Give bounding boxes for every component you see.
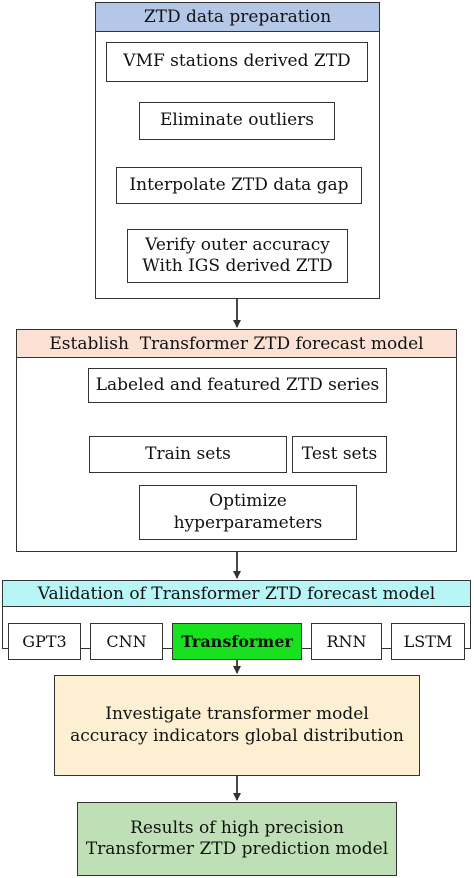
- model-lstm-label: LSTM: [403, 631, 453, 651]
- validation-section-title: Validation of Transformer ZTD forecast m…: [37, 583, 436, 604]
- investigate-line1: Investigate transformer model: [105, 704, 369, 725]
- test-sets-box: Test sets: [292, 436, 387, 473]
- verify-accuracy-step: Verify outer accuracy With IGS derived Z…: [127, 229, 348, 283]
- results-step: Results of high precision Transformer ZT…: [77, 802, 397, 876]
- model-rnn-label: RNN: [326, 631, 367, 651]
- verify-accuracy-line1: Verify outer accuracy: [145, 234, 330, 255]
- model-gpt3: GPT3: [8, 623, 81, 660]
- results-line1: Results of high precision: [130, 817, 344, 838]
- labeled-series-step: Labeled and featured ZTD series: [88, 368, 387, 403]
- model-section-title: Establish Transformer ZTD forecast model: [49, 333, 424, 354]
- model-gpt3-label: GPT3: [22, 631, 67, 651]
- train-sets-box: Train sets: [89, 436, 287, 473]
- validation-section-header: Validation of Transformer ZTD forecast m…: [2, 580, 471, 607]
- eliminate-outliers-step: Eliminate outliers: [139, 102, 335, 140]
- model-section-header: Establish Transformer ZTD forecast model: [16, 329, 457, 358]
- investigate-step: Investigate transformer model accuracy i…: [54, 675, 420, 776]
- test-sets-label: Test sets: [301, 443, 378, 464]
- interpolate-gap-label: Interpolate ZTD data gap: [129, 174, 349, 195]
- labeled-series-label: Labeled and featured ZTD series: [95, 374, 380, 395]
- prep-section-header: ZTD data preparation: [95, 2, 380, 32]
- model-cnn-label: CNN: [106, 631, 147, 651]
- interpolate-gap-step: Interpolate ZTD data gap: [116, 167, 362, 204]
- model-lstm: LSTM: [391, 623, 465, 660]
- model-transformer: Transformer: [172, 623, 302, 660]
- prep-section-title: ZTD data preparation: [143, 7, 332, 27]
- model-cnn: CNN: [90, 623, 163, 660]
- results-line2: Transformer ZTD prediction model: [85, 839, 389, 859]
- verify-accuracy-line2: With IGS derived ZTD: [142, 256, 333, 276]
- investigate-line2: accuracy indicators global distribution: [70, 725, 404, 746]
- model-rnn: RNN: [311, 623, 382, 660]
- eliminate-outliers-label: Eliminate outliers: [159, 110, 315, 131]
- optimize-line2: hyperparameters: [173, 512, 323, 533]
- train-sets-label: Train sets: [145, 443, 231, 464]
- optimize-hyperparameters-step: Optimize hyperparameters: [139, 485, 357, 540]
- model-transformer-label: Transformer: [181, 631, 293, 651]
- vmf-stations-label: VMF stations derived ZTD: [123, 51, 351, 72]
- optimize-line1: Optimize: [209, 491, 287, 512]
- vmf-stations-step: VMF stations derived ZTD: [106, 42, 368, 82]
